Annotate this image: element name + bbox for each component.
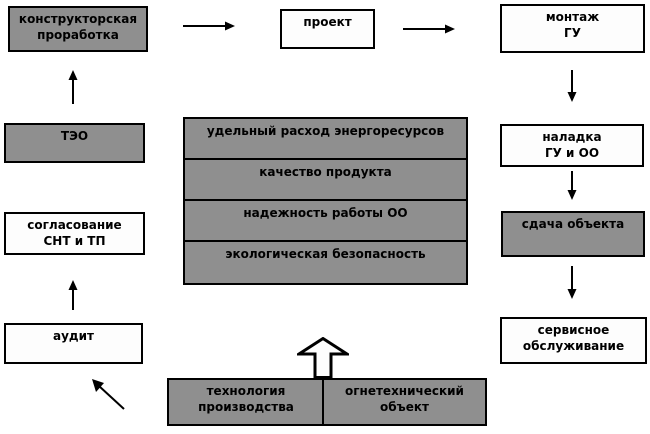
node-naladka-gu-oo: наладка ГУ и ОО xyxy=(500,124,644,167)
arrow-down-icon xyxy=(566,266,578,299)
arrow-down-icon xyxy=(566,171,578,200)
node-audit: аудит xyxy=(4,323,143,364)
criteria-row-ecology: экологическая безопасность xyxy=(183,240,468,285)
node-soglasovanie-snt-tp: согласование СНТ и ТП xyxy=(4,212,145,255)
criteria-row-reliability: надежность работы ОО xyxy=(183,199,468,242)
arrow-right-icon xyxy=(183,20,235,32)
node-teo: ТЭО xyxy=(4,123,145,163)
node-tehnologiya-proizvodstva: технология производства xyxy=(167,378,325,426)
arrow-diagonal-up-left-icon xyxy=(90,378,128,412)
node-proekt: проект xyxy=(280,9,375,49)
criteria-row-quality: качество продукта xyxy=(183,158,468,201)
node-montazh-gu: монтаж ГУ xyxy=(500,4,645,53)
node-ognetehnicheskiy-obekt: огнетехнический объект xyxy=(322,378,487,426)
node-servisnoe-obsluzhivanie: сервисное обслуживание xyxy=(500,317,647,364)
node-sdacha-obekta: сдача объекта xyxy=(501,211,645,257)
node-konstruktorskaya-prorabotka: конструкторская проработка xyxy=(8,6,148,52)
arrow-up-icon xyxy=(67,70,79,104)
arrow-up-icon xyxy=(67,280,79,310)
big-up-arrow-icon xyxy=(297,337,349,379)
arrow-down-icon xyxy=(566,70,578,102)
criteria-stack: удельный расход энергоресурсов качество … xyxy=(183,117,468,285)
arrow-right-icon xyxy=(403,23,455,35)
criteria-row-energy: удельный расход энергоресурсов xyxy=(183,117,468,160)
